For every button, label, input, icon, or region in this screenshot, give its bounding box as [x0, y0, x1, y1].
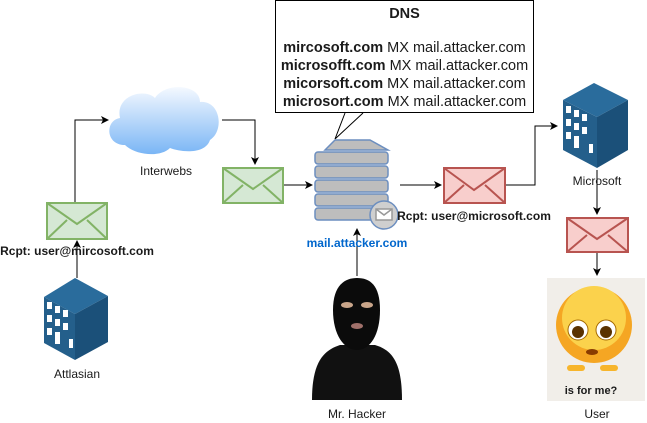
building-icon-attlasian	[44, 278, 108, 360]
rcpt-typo-label: Rcpt: user@mircosoft.com	[0, 244, 154, 258]
dns-record: microsofft.com MX mail.attacker.com	[276, 57, 533, 75]
hacker-image	[312, 278, 402, 400]
red-envelope-icon	[443, 167, 506, 204]
dns-callout: DNS mircosoft.com MX mail.attacker.com m…	[275, 0, 534, 113]
attlasian-label: Attlasian	[53, 367, 101, 381]
dns-record-value: MX mail.attacker.com	[383, 40, 526, 56]
dns-record-value: MX mail.attacker.com	[383, 94, 527, 110]
dns-record: microsort.com MX mail.attacker.com	[276, 93, 533, 111]
dns-record-value: MX mail.attacker.com	[383, 76, 526, 92]
dns-record-domain: microsort.com	[282, 94, 384, 110]
dns-record-domain: microsofft.com	[280, 58, 386, 74]
server-icon	[314, 139, 399, 230]
dns-record: micorsoft.com MX mail.attacker.com	[276, 75, 533, 93]
dns-record-domain: mircosoft.com	[283, 40, 384, 56]
red-envelope-icon	[566, 217, 629, 253]
hacker-label: Mr. Hacker	[327, 407, 387, 421]
user-label: User	[584, 407, 610, 421]
microsoft-label: Microsoft	[572, 174, 622, 188]
green-envelope-icon	[46, 202, 108, 240]
connectors	[73, 112, 601, 278]
server-label: mail.attacker.com	[306, 236, 408, 250]
dns-record-value: MX mail.attacker.com	[385, 58, 529, 74]
cloud-icon	[109, 87, 219, 155]
dns-title: DNS	[389, 6, 420, 22]
interwebs-label: Interwebs	[139, 164, 193, 178]
rcpt-real-label: Rcpt: user@microsoft.com	[397, 209, 551, 223]
building-icon-microsoft	[563, 83, 628, 168]
meme-caption: is for me?	[564, 385, 618, 397]
dns-record: mircosoft.com MX mail.attacker.com	[276, 39, 533, 57]
green-envelope-icon	[222, 167, 284, 204]
user-meme-image	[547, 278, 645, 401]
dns-record-domain: micorsoft.com	[283, 76, 384, 92]
